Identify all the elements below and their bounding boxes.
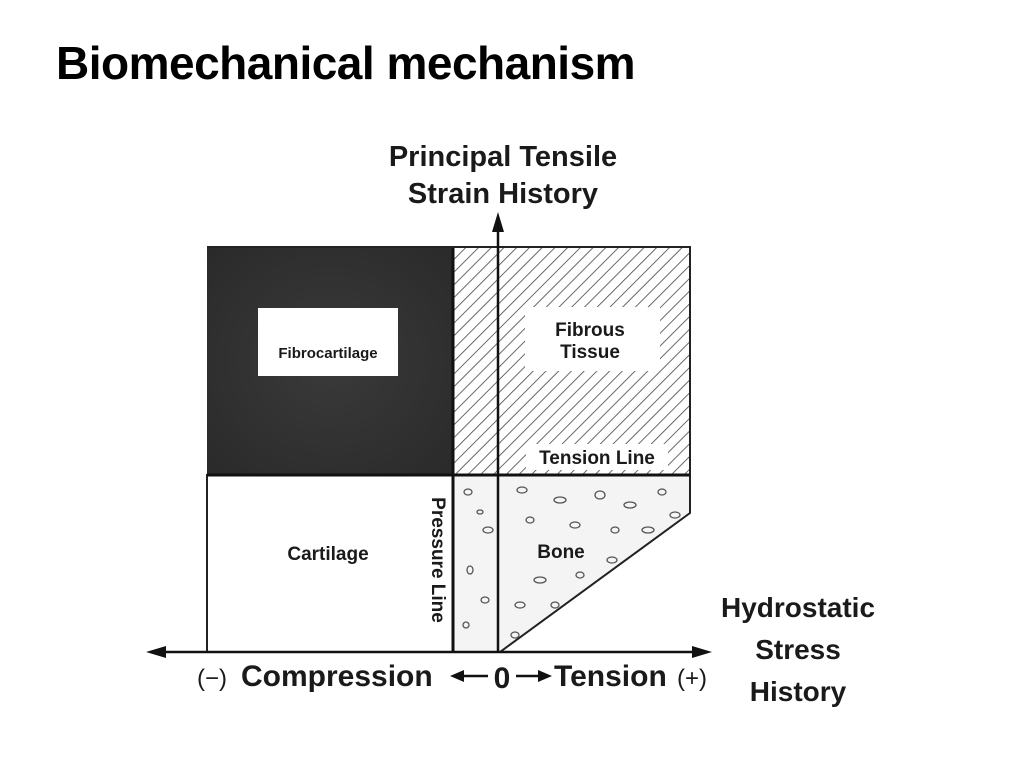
fibrous-tissue-label-line2: Tissue	[560, 342, 620, 363]
bone-label-box	[530, 538, 592, 564]
x-axis-label-line2: Stress	[755, 634, 841, 665]
tension-line-label: Tension Line	[539, 448, 655, 469]
compression-arrowhead	[450, 670, 464, 682]
pressure-line-label-box	[427, 478, 449, 643]
cartilage-label: Cartilage	[287, 544, 368, 565]
y-axis-arrowhead	[492, 212, 504, 232]
x-axis-left-arrowhead	[146, 646, 166, 658]
origin-label: 0	[494, 662, 511, 695]
x-axis-right-arrowhead	[692, 646, 712, 658]
fibrocartilage-label: Fibrocartilage	[278, 345, 377, 362]
tension-arrowhead	[538, 670, 552, 682]
fibrocartilage-label-box	[258, 308, 398, 376]
cartilage-region	[206, 474, 454, 653]
y-axis-label-line2: Strain History	[408, 178, 598, 210]
slide-title: Biomechanical mechanism	[56, 37, 636, 89]
fibrous-tissue-label-line1: Fibrous	[555, 320, 625, 341]
plus-sign-label: (+)	[677, 665, 707, 692]
tension-label: Tension	[554, 660, 667, 693]
bone-stipple-pattern	[462, 486, 681, 639]
pressure-line-label: Pressure Line	[427, 497, 448, 623]
compression-label: Compression	[241, 660, 433, 693]
minus-sign-label: (−)	[197, 665, 227, 692]
tension-line-label-box	[526, 444, 668, 470]
fibrous-tissue-label-box	[525, 307, 660, 371]
x-axis-label-line1: Hydrostatic	[721, 592, 875, 623]
bone-label: Bone	[537, 542, 585, 563]
y-axis-label-line1: Principal Tensile	[389, 141, 617, 173]
x-axis-label-line3: History	[750, 676, 847, 707]
